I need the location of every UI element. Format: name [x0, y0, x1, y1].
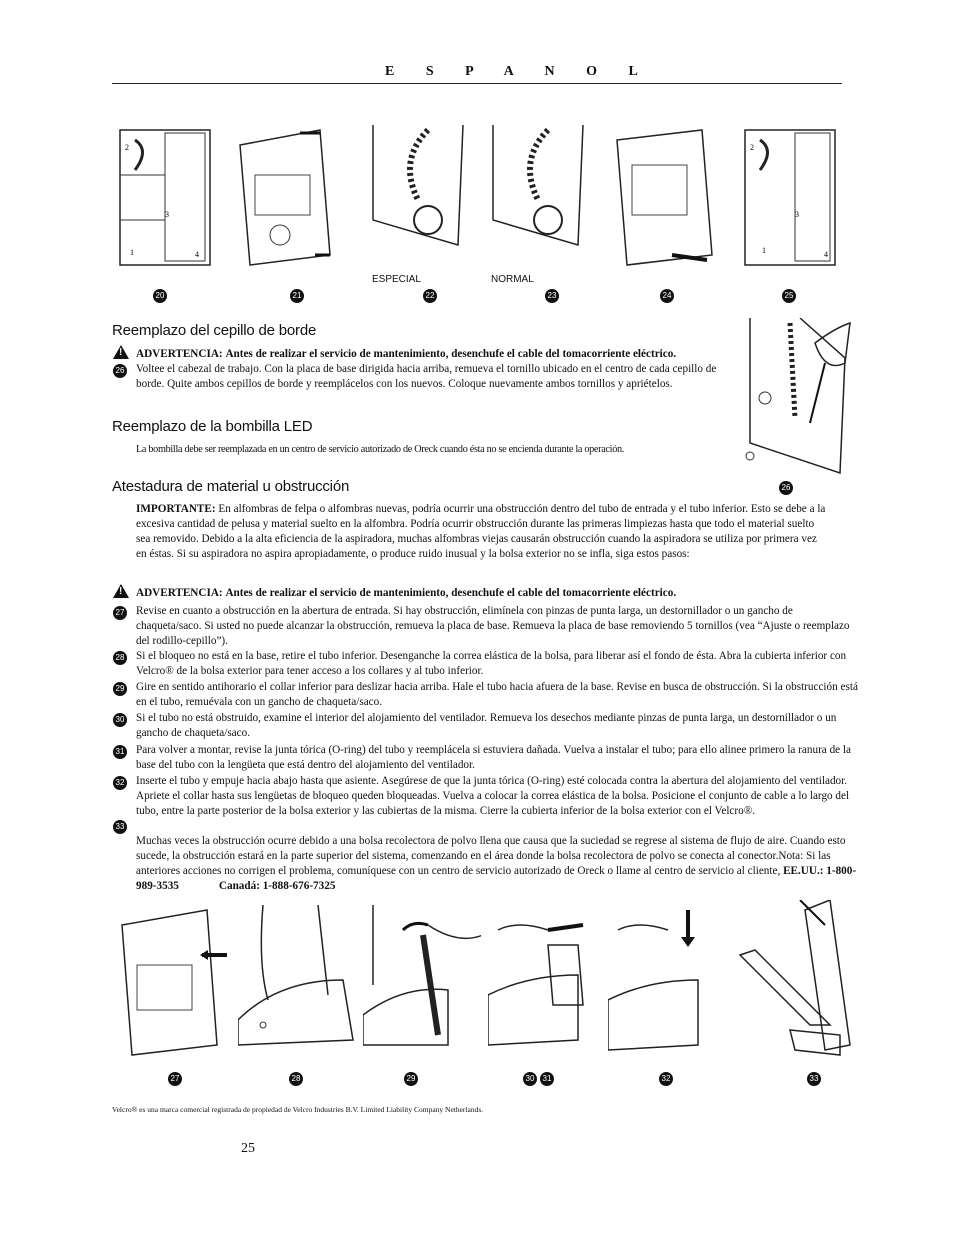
step-27-text: Revise en cuanto a obstrucción en la abe…	[136, 605, 850, 647]
figure-28-illustration	[238, 905, 354, 1046]
figure-label-26: 26	[779, 481, 793, 495]
step-number-30: 30	[113, 713, 127, 727]
section-title-edge-brush: Reemplazo del cepillo de borde	[112, 322, 317, 339]
figure-33-illustration	[738, 900, 851, 1056]
svg-text:3: 3	[795, 210, 799, 219]
figure-label-30: 30	[523, 1072, 537, 1086]
figure-22-illustration	[372, 125, 464, 246]
step-26-text: Voltee el cabezal de trabajo. Con la pla…	[136, 363, 717, 390]
figure-24-illustration	[616, 129, 713, 266]
figure-label-20: 20	[153, 289, 167, 303]
figure-label-29: 29	[404, 1072, 418, 1086]
figure-label-24: 24	[660, 289, 674, 303]
step-30-text: Si el tubo no está obstruido, examine el…	[136, 712, 837, 739]
figure-label-23: 23	[545, 289, 559, 303]
warning-icon-2	[113, 584, 129, 598]
figure-label-27: 27	[168, 1072, 182, 1086]
step-32-text: Inserte el tubo y empuje hacia abajo has…	[136, 775, 850, 817]
step-number-27: 27	[113, 606, 127, 620]
svg-text:4: 4	[824, 250, 828, 259]
figure-label-32: 32	[659, 1072, 673, 1086]
figure-label-33: 33	[807, 1072, 821, 1086]
step-number-29: 29	[113, 682, 127, 696]
svg-text:1: 1	[130, 248, 134, 257]
footnote: Velcro® es una marca comercial registrad…	[112, 1105, 484, 1114]
step-number-28: 28	[113, 651, 127, 665]
svg-text:2: 2	[750, 143, 754, 152]
section-title-obstruction: Atestadura de material u obstrucción	[112, 478, 350, 495]
important-text: En alfombras de felpa o alfombras nuevas…	[136, 503, 826, 560]
figure-label-31: 31	[540, 1072, 554, 1086]
step-number-31: 31	[113, 745, 127, 759]
phone-us: EE.UU.: 1-800-989-3535	[136, 865, 857, 892]
figure-29-illustration	[363, 905, 481, 1046]
figure-23-illustration	[492, 125, 584, 246]
figure-25-illustration: 2 3 1 4	[744, 129, 836, 266]
page-number: 25	[241, 1141, 255, 1156]
step-number-32: 32	[113, 776, 127, 790]
figure-label-28: 28	[289, 1072, 303, 1086]
figure-32-illustration	[608, 910, 699, 1051]
section-title-led: Reemplazo de la bombilla LED	[112, 418, 313, 435]
header-rule	[112, 83, 842, 84]
step-31-text: Para volver a montar, revise la junta tó…	[136, 744, 851, 771]
step-29-text: Gire en sentido antihorario el collar in…	[136, 681, 858, 708]
figure-label-22: 22	[423, 289, 437, 303]
language-header: E S P A N O L	[385, 64, 652, 79]
phone-ca: Canadá: 1-888-676-7325	[218, 880, 336, 892]
warning-text-2: Antes de realizar el servicio de manteni…	[225, 587, 677, 599]
figure-27-illustration	[121, 909, 227, 1056]
svg-text:1: 1	[762, 246, 766, 255]
svg-text:3: 3	[165, 210, 169, 219]
led-text: La bombilla debe ser reemplazada en un c…	[136, 444, 625, 455]
svg-text:4: 4	[195, 250, 199, 259]
warning-text: Antes de realizar el servicio de manteni…	[225, 348, 677, 360]
caption-especial: ESPECIAL	[372, 274, 421, 285]
warning-label: ADVERTENCIA:	[136, 348, 223, 360]
figure-30-31-illustration	[488, 923, 584, 1046]
warning-icon	[113, 345, 129, 359]
step-number-26: 26	[113, 364, 127, 378]
warning-label-2: ADVERTENCIA:	[136, 587, 223, 599]
svg-text:2: 2	[125, 143, 129, 152]
figure-21-illustration	[239, 129, 331, 266]
important-label: IMPORTANTE:	[136, 503, 216, 515]
step-28-text: Si el bloqueo no está en la base, retire…	[136, 650, 847, 677]
figure-label-25: 25	[782, 289, 796, 303]
step-33-text: Muchas veces la obstrucción ocurre debid…	[136, 835, 846, 877]
caption-normal: NORMAL	[491, 274, 534, 285]
figure-label-21: 21	[290, 289, 304, 303]
step-number-33: 33	[113, 820, 127, 834]
figure-20-illustration: 2 3 1 4	[119, 129, 211, 266]
figure-26-illustration	[745, 318, 851, 475]
